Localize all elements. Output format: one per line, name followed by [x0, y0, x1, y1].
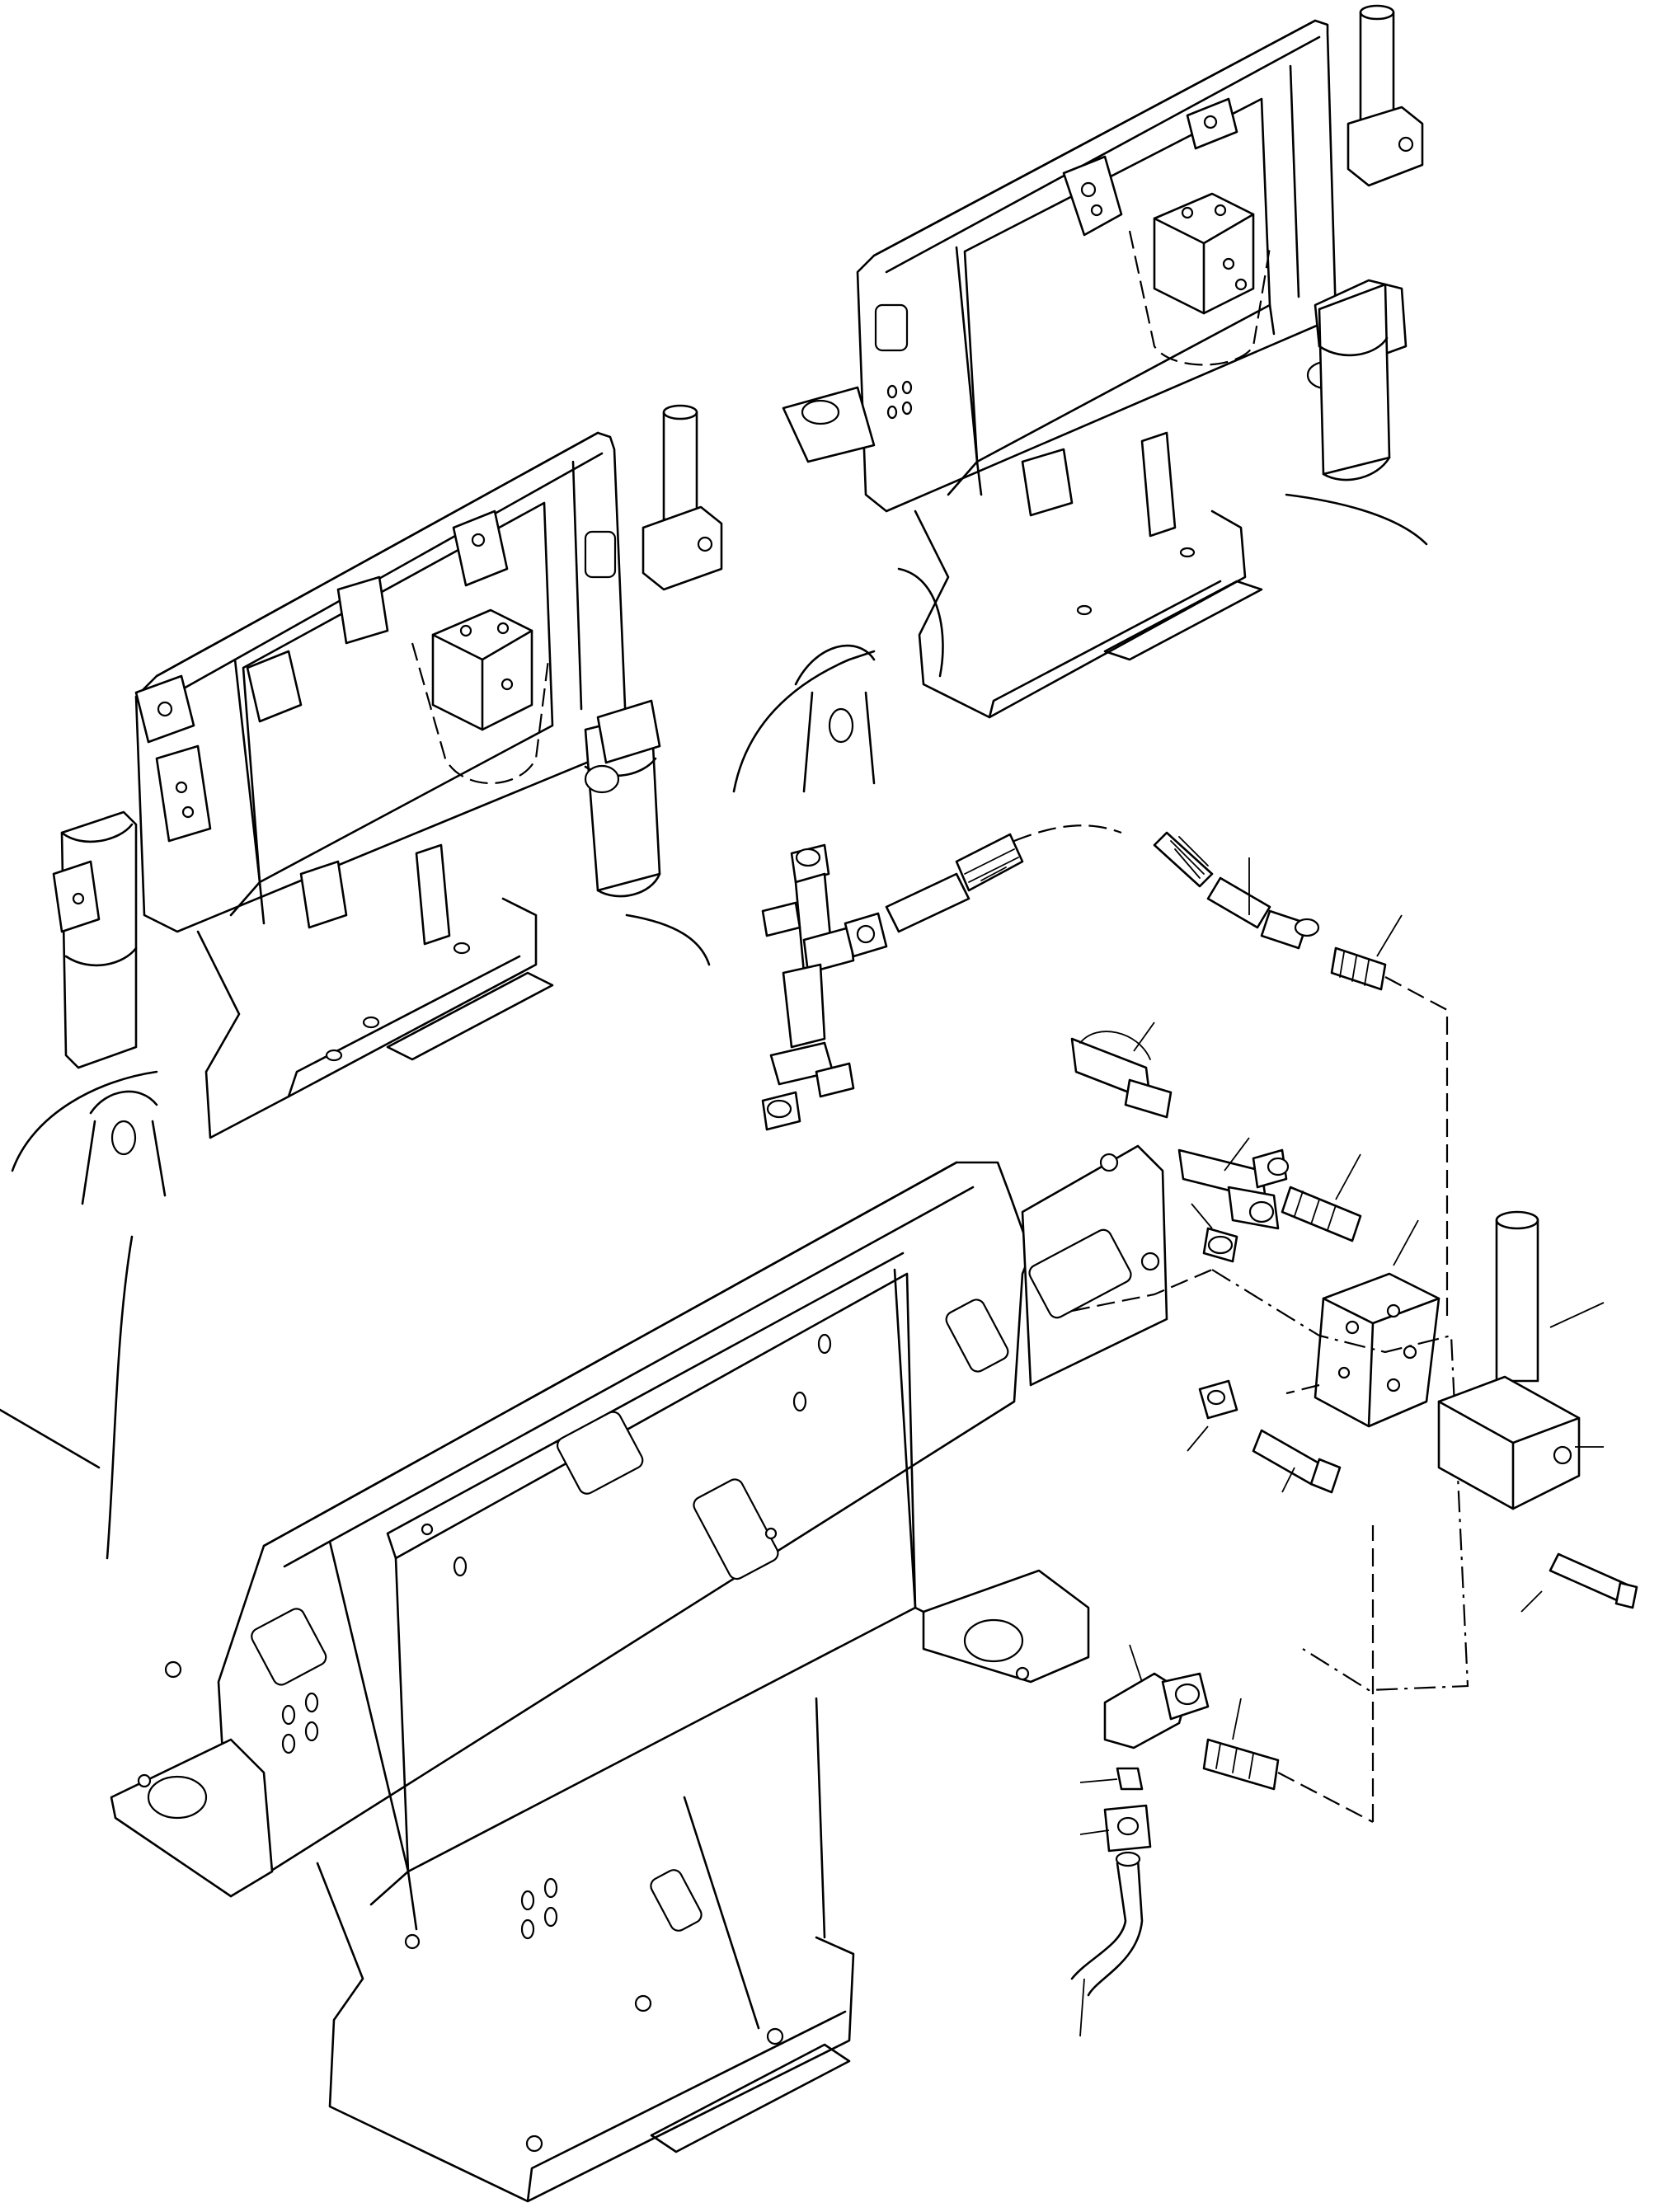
- installed-view-right: [734, 6, 1426, 791]
- lower-fittings: [1072, 1525, 1373, 2036]
- installed-view-left: [0, 406, 721, 1558]
- fittings: [1072, 1022, 1637, 1690]
- connection-line: [1072, 1270, 1212, 1311]
- hose-assembly: [763, 825, 1447, 1319]
- main-bracket: [111, 1146, 1167, 2201]
